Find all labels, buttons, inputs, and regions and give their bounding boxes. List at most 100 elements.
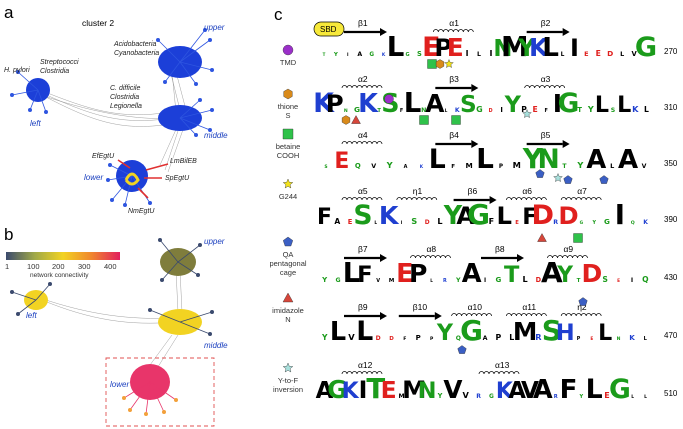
logo-letter: A	[316, 378, 334, 404]
logo-letter: K	[529, 33, 550, 62]
secondary-structure-label: α7	[577, 186, 587, 196]
logo-letter: E	[590, 336, 593, 342]
panel-c: c SBD TMDthioneSbetaineCOOHG244QApentago…	[269, 5, 677, 405]
logo-letter: G	[604, 217, 610, 226]
helix-coil	[341, 85, 383, 89]
logo-letter: N	[617, 336, 621, 342]
annotation-marker	[435, 59, 445, 69]
logo-letter: V	[642, 163, 647, 170]
logo-letter: P	[499, 164, 503, 170]
secondary-structure-label: α3	[541, 74, 551, 84]
logo-letter: L	[595, 92, 609, 118]
logo-letter: S	[602, 275, 608, 284]
network-edges-a	[39, 67, 187, 173]
logo-letter: G	[327, 375, 347, 404]
cluster-upper-a	[156, 28, 214, 86]
logo-letter: L	[437, 216, 442, 226]
legend-label: S	[285, 111, 290, 120]
logo-letter: K	[632, 104, 639, 114]
protein-label: EfEgtU	[92, 153, 115, 160]
secondary-structure-label: α2	[358, 74, 368, 84]
colorbar-tick: 100	[27, 262, 40, 271]
logo-letter: G	[489, 394, 494, 400]
logo-letter: G	[495, 275, 501, 284]
legend-label: imidazole	[272, 306, 304, 315]
legend-label: betaine	[276, 142, 301, 151]
logo-letter: L	[387, 30, 405, 63]
logo-letter: A	[586, 145, 606, 175]
taxon-label: C. difficile	[110, 85, 140, 92]
logo-letter: S	[542, 314, 562, 347]
annotation-marker	[384, 94, 394, 104]
beta-strand-arrowhead	[562, 28, 570, 36]
secondary-structure-label: β1	[358, 18, 368, 28]
logo-letter: L	[445, 108, 448, 113]
legend-label: thione	[278, 102, 298, 111]
secondary-structure-label: β7	[358, 244, 368, 254]
colorbar-title: network connectivity	[30, 272, 89, 279]
beta-strand-arrowhead	[471, 140, 479, 148]
panel-b: b 1 100 200 300 400 network connectivity	[4, 225, 228, 427]
logo-letter: Q	[642, 275, 649, 284]
secondary-structure-label: β8	[495, 244, 505, 254]
annotation-marker	[351, 115, 361, 124]
logo-letter: L	[509, 333, 514, 342]
logo-letter: I	[401, 220, 403, 225]
helix-coil	[524, 85, 566, 89]
logo-letter: F	[560, 375, 578, 405]
legend-label: pentagonal	[269, 259, 306, 268]
helix-coil	[478, 371, 520, 375]
logo-letter: M	[513, 317, 537, 346]
helix-coil	[506, 313, 547, 317]
logo-letter: I	[466, 49, 469, 58]
panel-a: a cluster 2	[4, 3, 228, 215]
logo-letter: S	[460, 91, 477, 118]
logo-letter: E	[604, 391, 609, 400]
secondary-structure-label: β5	[541, 130, 551, 140]
logo-letter: I	[484, 278, 486, 284]
logo-letter: L	[598, 320, 612, 346]
qa-pentagonal-cage-legend-icon	[282, 236, 294, 247]
logo-letter: L	[610, 162, 614, 170]
logo-letter: A	[456, 202, 475, 230]
beta-strand-arrowhead	[562, 140, 570, 148]
residue-number: 310	[664, 103, 678, 112]
logo-letter: S	[411, 216, 417, 226]
logo-letter: Y	[455, 277, 461, 284]
logo-letter: G	[335, 277, 340, 284]
logo-letter: P	[326, 89, 344, 118]
legend-label: cage	[280, 268, 296, 277]
annotation-marker	[563, 175, 573, 184]
cluster-left-b	[10, 282, 52, 316]
logo-letter: L	[561, 52, 565, 58]
protein-label: LmBilEB	[170, 158, 197, 165]
taxon-label: H. pylori	[4, 67, 30, 74]
logo-letter: A	[483, 335, 488, 342]
secondary-structure-label: β6	[468, 186, 478, 196]
logo-letter: E	[447, 33, 464, 62]
secondary-structure-label: α9	[564, 244, 574, 254]
residue-number: 510	[664, 389, 678, 398]
logo-letter: Y	[578, 394, 583, 400]
logo-letter: Y	[517, 34, 536, 62]
logo-letter: F	[400, 108, 403, 114]
logo-letter: Y	[436, 320, 454, 346]
logo-letter: L	[644, 336, 648, 342]
logo-letter: L	[429, 144, 446, 175]
logo-letter: R	[535, 332, 542, 342]
logo-letter: L	[542, 33, 559, 63]
logo-letter: M	[402, 375, 426, 404]
beta-strand-arrowhead	[489, 196, 497, 204]
cluster-label-upper: upper	[204, 237, 225, 246]
cluster-label-left: left	[26, 311, 37, 320]
logo-letter: S	[353, 200, 372, 231]
logo-letter: D	[607, 49, 613, 58]
logo-letter: M	[465, 161, 472, 170]
logo-letter: T	[377, 108, 381, 114]
cluster-upper-b	[158, 238, 202, 282]
annotation-marker	[522, 108, 532, 119]
logo-letter: Y	[556, 263, 573, 288]
cluster-left-a	[10, 70, 50, 114]
legend-column: TMDthioneSbetaineCOOHG244QApentagonalcag…	[269, 44, 307, 394]
